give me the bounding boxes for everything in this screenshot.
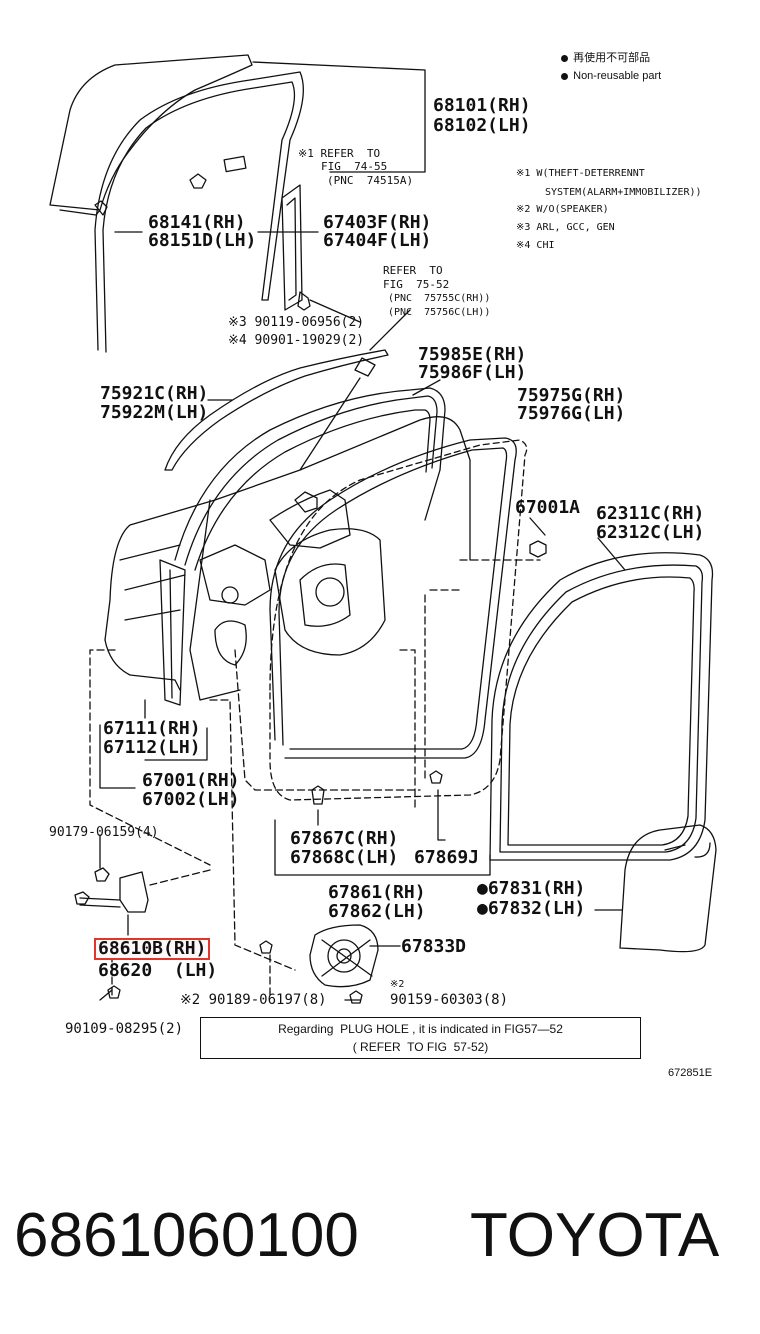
plug-hole-line-1: Regarding PLUG HOLE , it is indicated in… <box>278 1022 563 1036</box>
note-2-marker: ※2 <box>390 979 405 990</box>
callout-90109[interactable]: 90109-08295(2) <box>65 1021 184 1037</box>
callout-90901[interactable]: ※4 90901-19029(2) <box>228 333 365 348</box>
opening-trim-shape <box>489 552 714 861</box>
legend-nonreusable-en: Non-reusable part <box>555 60 661 82</box>
door-panel-shape <box>104 416 471 641</box>
speaker-shape <box>309 924 379 988</box>
note-1-line-1: ※1 W(THEFT-DETERRENNT <box>516 168 645 179</box>
callout-67867[interactable]: 67867C(RH) <box>290 828 399 849</box>
callout-67001[interactable]: 67001(RH) <box>142 770 240 791</box>
ref-fig-75-52-d: (PNC 75756C(LH)) <box>388 307 491 318</box>
callout-68610-highlighted[interactable]: 68610B(RH) <box>93 938 211 960</box>
callout-75921[interactable]: 75921C(RH) <box>100 383 209 404</box>
brand-name: TOYOTA <box>470 1201 720 1270</box>
bullet-icon <box>561 54 569 62</box>
callout-68151[interactable]: 68151D(LH) <box>148 230 257 251</box>
callout-75986[interactable]: 75986F(LH) <box>418 362 527 383</box>
note-4: ※4 CHI <box>516 240 555 251</box>
callout-62312[interactable]: 62312C(LH) <box>596 522 705 543</box>
callout-75985[interactable]: 75985E(RH) <box>418 344 527 365</box>
callout-67001A[interactable]: 67001A <box>515 497 581 518</box>
hole-cover-shape <box>269 439 528 801</box>
callout-67862[interactable]: 67862(LH) <box>328 901 426 922</box>
note-2: ※2 W/O(SPEAKER) <box>516 204 609 215</box>
callout-67833[interactable]: 67833D <box>401 936 467 957</box>
figure-code: 672851E <box>668 1067 713 1079</box>
callout-67403[interactable]: 67403F(RH) <box>323 212 432 233</box>
callout-67112[interactable]: 67112(LH) <box>103 737 201 758</box>
ref-fig-75-52-c: (PNC 75755C(RH)) <box>388 293 491 304</box>
callout-67404[interactable]: 67404F(LH) <box>323 230 432 251</box>
ref-fig-74-55-b[interactable]: FIG 74-55 <box>321 160 388 173</box>
callout-75922[interactable]: 75922M(LH) <box>100 402 209 423</box>
legend-jp-text: 再使用不可部品 <box>573 52 651 64</box>
callout-90159[interactable]: 90159-60303(8) <box>390 992 509 1008</box>
callout-67002[interactable]: 67002(LH) <box>142 789 240 810</box>
callout-68101[interactable]: 68101(RH) <box>433 95 531 116</box>
plug-hole-line-2[interactable]: ( REFER TO FIG 57-52) <box>352 1040 489 1054</box>
callout-67861[interactable]: 67861(RH) <box>328 882 426 903</box>
part-number: 6861060100 <box>14 1201 359 1270</box>
callout-67831[interactable]: ●67831(RH) <box>477 878 586 899</box>
ref-fig-75-52-a: REFER TO <box>383 264 443 277</box>
note-1-line-2: SYSTEM(ALARM+IMMOBILIZER)) <box>545 187 702 198</box>
callout-90179[interactable]: 90179-06159(4) <box>49 825 159 840</box>
callout-67832[interactable]: ●67832(LH) <box>477 898 586 919</box>
sheet-protector-shape <box>619 824 717 953</box>
weatherstrip-shape <box>269 437 517 759</box>
callout-68102[interactable]: 68102(LH) <box>433 115 531 136</box>
callout-75976[interactable]: 75976G(LH) <box>517 403 626 424</box>
callout-90189[interactable]: ※2 90189-06197(8) <box>180 992 327 1008</box>
belt-molding-shape <box>164 349 389 471</box>
callout-68141[interactable]: 68141(RH) <box>148 212 246 233</box>
note-3: ※3 ARL, GCC, GEN <box>516 222 615 233</box>
callout-67868[interactable]: 67868C(LH) <box>290 847 399 868</box>
legend-en-text: Non-reusable part <box>573 70 662 82</box>
callout-67111[interactable]: 67111(RH) <box>103 718 201 739</box>
callout-75975[interactable]: 75975G(RH) <box>517 385 626 406</box>
ref-fig-74-55-c: (PNC 74515A) <box>327 174 414 187</box>
callout-90119[interactable]: ※3 90119-06956(2) <box>228 315 365 330</box>
door-check-shape <box>119 871 149 913</box>
ref-fig-74-55-a: ※1 REFER TO <box>298 147 381 160</box>
callout-62311[interactable]: 62311C(RH) <box>596 503 705 524</box>
bullet-icon <box>561 72 569 80</box>
legend-nonreusable-jp: 再使用不可部品 <box>555 42 650 64</box>
ref-fig-75-52-b[interactable]: FIG 75-52 <box>383 278 450 291</box>
plug-hole-note-box: Regarding PLUG HOLE , it is indicated in… <box>200 1017 641 1059</box>
callout-67869[interactable]: 67869J <box>414 847 480 868</box>
run-channel-shape <box>94 71 304 351</box>
door-glass-shape <box>49 54 253 211</box>
callout-68620[interactable]: 68620 (LH) <box>98 960 218 981</box>
